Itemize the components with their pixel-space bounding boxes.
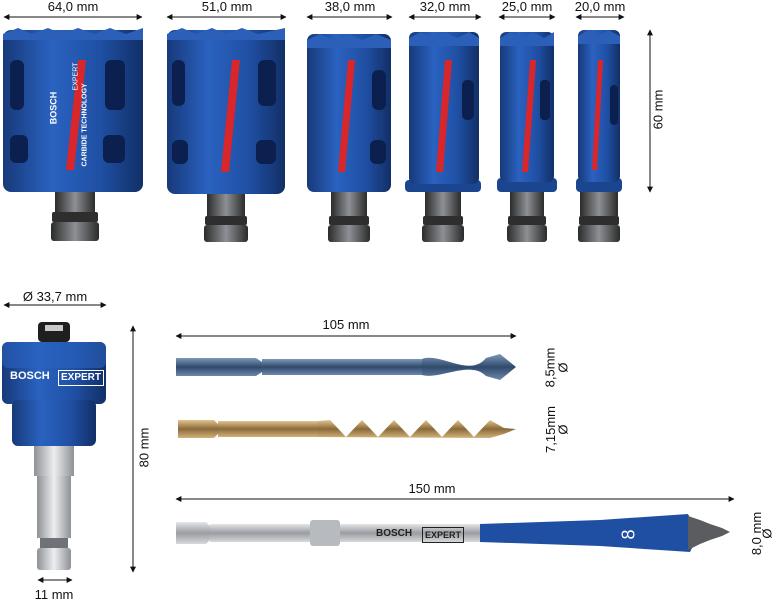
adapter-length-label: 80 mm — [136, 427, 152, 468]
hole-saw-25 — [497, 32, 557, 242]
adapter-diameter-label: Ø 33,7 mm — [22, 289, 88, 304]
hole-saw-20 — [576, 30, 622, 242]
power-change-adapter — [2, 302, 136, 583]
hole-saw-dimension-lines — [3, 14, 653, 193]
hole-saw-51-diameter-label: 51,0 mm — [201, 0, 253, 14]
adapter-brand: BOSCH — [10, 370, 50, 382]
hole-saw-25-diameter-label: 25,0 mm — [501, 0, 553, 14]
adapter-shank-label: 11 mm — [34, 587, 74, 602]
hole-saw-20-diameter-label: 20,0 mm — [574, 0, 626, 14]
saw-64-tech: CARBIDE TECHNOLOGY — [81, 83, 89, 167]
spade-bit-size-mark: 8 — [618, 529, 639, 540]
hole-saw-38-diameter-label: 38,0 mm — [324, 0, 376, 14]
spade-bit-brand: BOSCH — [376, 528, 413, 539]
hss-drill-diameter-symbol: Ø — [555, 424, 571, 435]
multi-construction-drill-bit — [176, 354, 516, 380]
hole-saw-64-diameter-label: 64,0 mm — [47, 0, 99, 14]
hole-saw-51 — [167, 28, 285, 242]
hole-saw-64 — [3, 28, 143, 241]
hole-saw-32 — [405, 32, 481, 242]
saw-64-line: EXPERT — [72, 62, 80, 91]
hole-saw-32-diameter-label: 32,0 mm — [419, 0, 471, 14]
saw-64-brand: BOSCH — [48, 91, 59, 125]
self-cut-spade-bit — [176, 514, 730, 552]
spade-bit-line: EXPERT — [422, 527, 465, 543]
hole-saw-depth-label: 60 mm — [650, 89, 666, 130]
drill-dimension-lines — [175, 333, 735, 502]
pilot-drill-diameter-symbol: Ø — [555, 362, 571, 373]
spade-bit-length-label: 150 mm — [408, 481, 456, 496]
hss-metal-drill-bit — [178, 420, 516, 438]
hole-saw-38 — [307, 34, 391, 242]
pilot-drill-length-label: 105 mm — [322, 317, 370, 332]
spade-bit-diameter-symbol: Ø — [759, 528, 775, 539]
adapter-line: EXPERT — [58, 370, 105, 386]
